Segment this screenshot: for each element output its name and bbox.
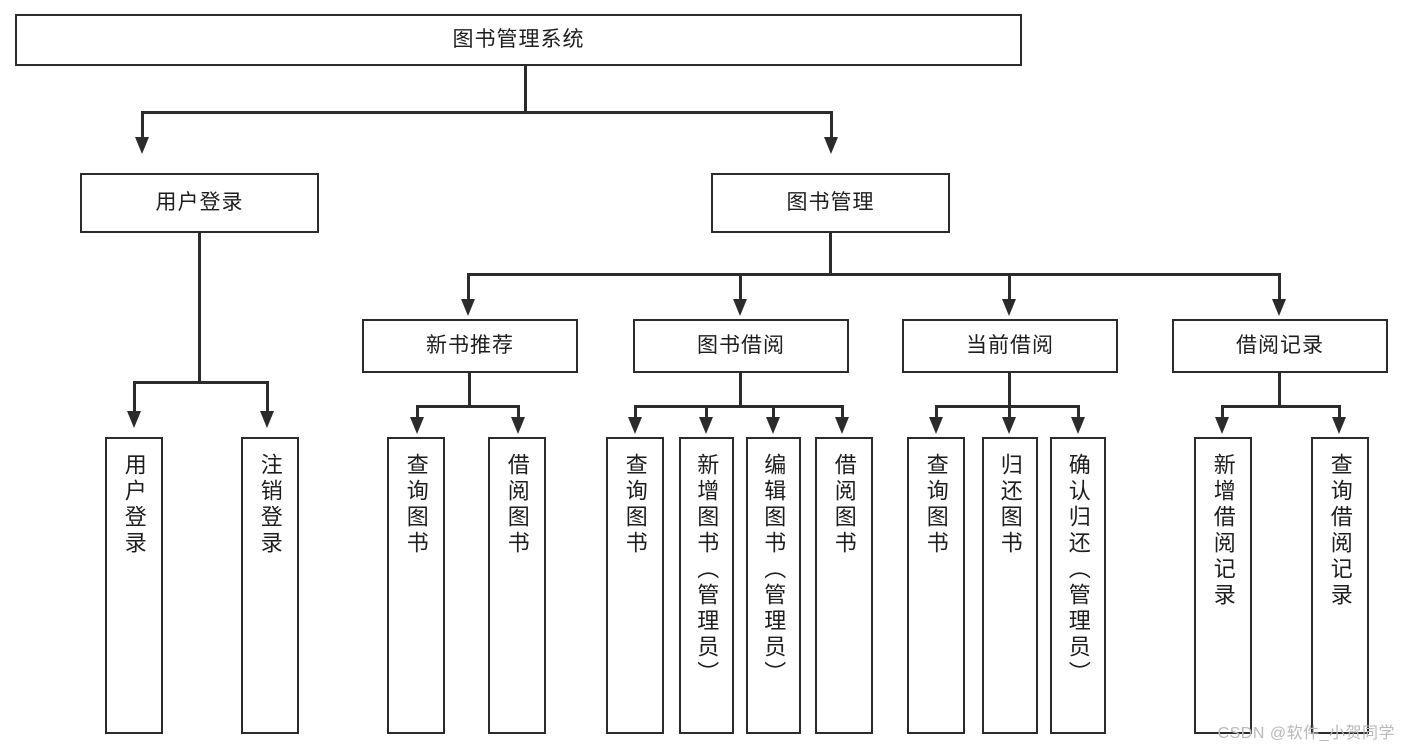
connector-br-2	[1338, 405, 1341, 419]
node-label: 确认归还（管理员）	[1065, 453, 1091, 687]
node-label: 查询图书	[403, 453, 429, 557]
connector-borrow-record-stem	[1278, 373, 1281, 407]
connector-book-management-bar	[467, 273, 1281, 276]
leaf-return-book[interactable]: 归还图书	[982, 437, 1038, 734]
arrow-to-edit-book	[766, 417, 780, 434]
node-label: 归还图书	[997, 453, 1023, 557]
arrow-to-logout-leaf	[260, 411, 274, 428]
leaf-logout[interactable]: 注销登录	[241, 437, 299, 734]
connector-new-book-bar	[416, 405, 520, 408]
node-borrow-record[interactable]: 借阅记录	[1172, 319, 1388, 373]
connector-user-login-left	[133, 381, 136, 413]
leaf-user-login[interactable]: 用户登录	[105, 437, 163, 734]
connector-user-login-right	[266, 381, 269, 413]
node-label: 注销登录	[257, 453, 283, 557]
node-root-book-management-system[interactable]: 图书管理系统	[15, 14, 1022, 66]
connector-cb-2	[1008, 405, 1011, 419]
connector-root-to-book-management	[830, 111, 833, 139]
arrow-to-borrow-book-2	[835, 417, 849, 434]
connector-new-book-stem	[468, 373, 471, 407]
node-label: 新增借阅记录	[1210, 453, 1236, 609]
connector-current-borrow-bar	[935, 405, 1080, 408]
node-label: 图书管理系统	[452, 27, 585, 51]
node-label: 借阅图书	[831, 453, 857, 557]
arrow-to-query-book-2	[628, 417, 642, 434]
arrow-to-query-book-3	[929, 417, 943, 434]
arrow-to-add-book	[699, 417, 713, 434]
connector-new-book-left	[416, 405, 419, 419]
node-label: 当前借阅	[966, 333, 1054, 357]
connector-cb-3	[1077, 405, 1080, 419]
leaf-confirm-return-admin[interactable]: 确认归还（管理员）	[1050, 437, 1106, 734]
node-label: 查询图书	[622, 453, 648, 557]
node-current-borrow[interactable]: 当前借阅	[902, 319, 1118, 373]
node-label: 编辑图书（管理员）	[761, 453, 787, 687]
leaf-add-borrow-record[interactable]: 新增借阅记录	[1194, 437, 1252, 734]
leaf-query-book-recommend[interactable]: 查询图书	[387, 437, 445, 734]
connector-user-login-stem	[198, 233, 201, 383]
arrow-to-confirm-return	[1071, 417, 1085, 434]
connector-bb-2	[705, 405, 708, 419]
node-label: 借阅图书	[504, 453, 530, 557]
arrow-to-user-login-leaf	[127, 411, 141, 428]
arrow-to-new-book-recommend	[461, 299, 475, 316]
connector-bb-1	[634, 405, 637, 419]
node-label: 借阅记录	[1236, 333, 1324, 357]
node-label: 查询借阅记录	[1327, 453, 1353, 609]
leaf-borrow-book-borrow[interactable]: 借阅图书	[815, 437, 873, 734]
leaf-add-book-admin[interactable]: 新增图书（管理员）	[679, 437, 734, 734]
arrow-to-book-borrow	[733, 299, 747, 316]
connector-borrow-record-bar	[1221, 405, 1341, 408]
connector-current-borrow-stem	[1008, 373, 1011, 407]
connector-book-borrow-stem	[739, 373, 742, 407]
connector-new-book-right	[517, 405, 520, 419]
arrow-to-current-borrow	[1002, 299, 1016, 316]
connector-bm-to-record	[1278, 273, 1281, 301]
connector-bb-3	[772, 405, 775, 419]
connector-root-stem	[524, 66, 527, 112]
arrow-root-to-book-management	[824, 137, 838, 154]
connector-bb-4	[841, 405, 844, 419]
node-label: 用户登录	[121, 453, 147, 557]
connector-bm-to-new-book	[467, 273, 470, 301]
leaf-query-book-current[interactable]: 查询图书	[907, 437, 965, 734]
node-label: 新书推荐	[426, 333, 514, 357]
connector-bm-to-current	[1008, 273, 1011, 301]
arrow-to-borrow-book-1	[511, 417, 525, 434]
connector-book-management-stem	[829, 233, 832, 275]
node-label: 图书管理	[786, 190, 875, 214]
arrow-root-to-user-login	[135, 137, 149, 154]
leaf-edit-book-admin[interactable]: 编辑图书（管理员）	[746, 437, 801, 734]
connector-book-borrow-bar	[634, 405, 844, 408]
node-label: 图书借阅	[697, 333, 785, 357]
connector-bm-to-borrow	[739, 273, 742, 301]
connector-user-login-bar	[133, 381, 269, 384]
leaf-query-book-borrow[interactable]: 查询图书	[606, 437, 664, 734]
arrow-to-query-book-1	[410, 417, 424, 434]
connector-root-bar	[141, 111, 833, 114]
node-label: 用户登录	[155, 190, 244, 214]
connector-root-to-user-login	[141, 111, 144, 139]
node-user-login[interactable]: 用户登录	[80, 173, 319, 233]
node-label: 查询图书	[923, 453, 949, 557]
arrow-to-return-book	[1002, 417, 1016, 434]
arrow-to-add-borrow-record	[1215, 417, 1229, 434]
arrow-to-query-borrow-record	[1332, 417, 1346, 434]
leaf-borrow-book-recommend[interactable]: 借阅图书	[488, 437, 546, 734]
node-book-borrow[interactable]: 图书借阅	[633, 319, 849, 373]
node-book-management[interactable]: 图书管理	[711, 173, 950, 233]
arrow-to-borrow-record	[1272, 299, 1286, 316]
connector-cb-1	[935, 405, 938, 419]
node-new-book-recommend[interactable]: 新书推荐	[362, 319, 578, 373]
node-label: 新增图书（管理员）	[694, 453, 720, 687]
connector-br-1	[1221, 405, 1224, 419]
leaf-query-borrow-record[interactable]: 查询借阅记录	[1311, 437, 1369, 734]
